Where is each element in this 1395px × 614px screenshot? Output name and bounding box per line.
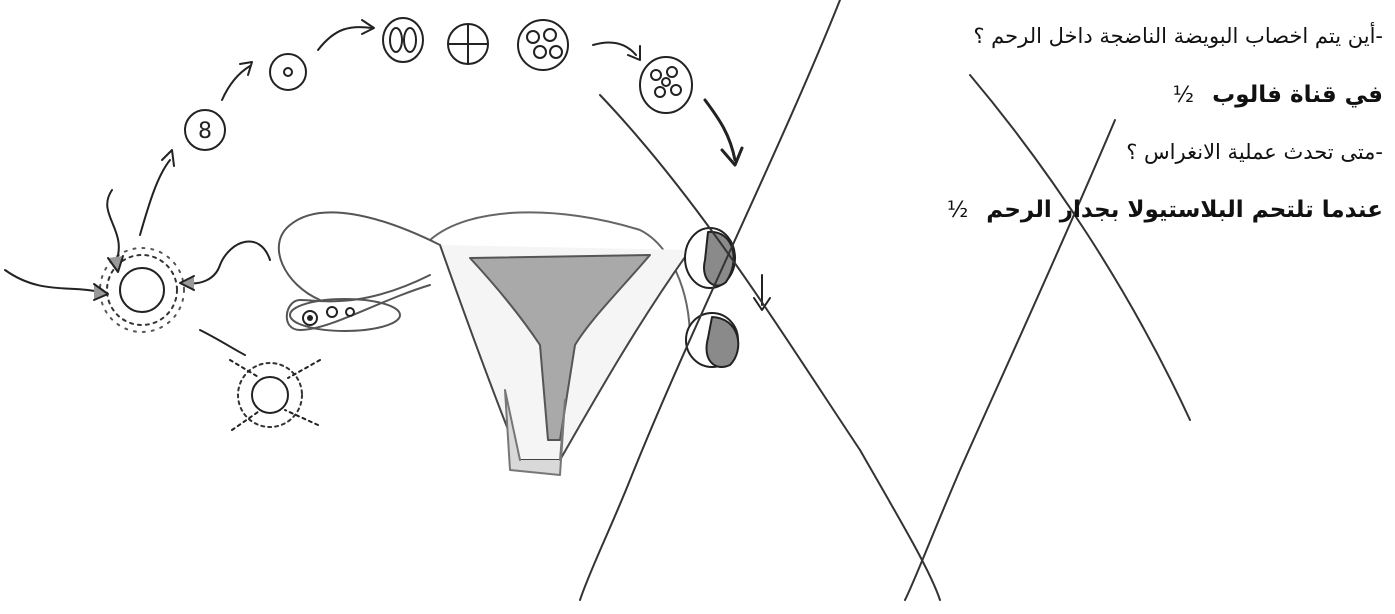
uterus-diagram: [279, 212, 690, 475]
answer-1-mark: ½: [1173, 83, 1194, 108]
svg-text:8: 8: [198, 119, 212, 144]
answer-1: في قناة فالوب ½: [1173, 82, 1383, 108]
answer-2-text: عندما تلتحم البلاستيولا بجدار الرحم: [986, 197, 1383, 223]
question-1: -أين يتم اخصاب البويضة الناضجة داخل الرح…: [973, 24, 1383, 48]
fertilization-egg: [5, 190, 270, 355]
answer-2-mark: ½: [947, 198, 968, 223]
answer-2: عندما تلتحم البلاستيولا بجدار الرحم ½: [947, 197, 1383, 223]
question-2: -متى تحدث عملية الانغراس ؟: [1126, 140, 1383, 164]
cleavage-stages: 8: [140, 18, 770, 367]
follicle-egg: [230, 360, 320, 430]
answer-1-text: في قناة فالوب: [1212, 82, 1383, 108]
